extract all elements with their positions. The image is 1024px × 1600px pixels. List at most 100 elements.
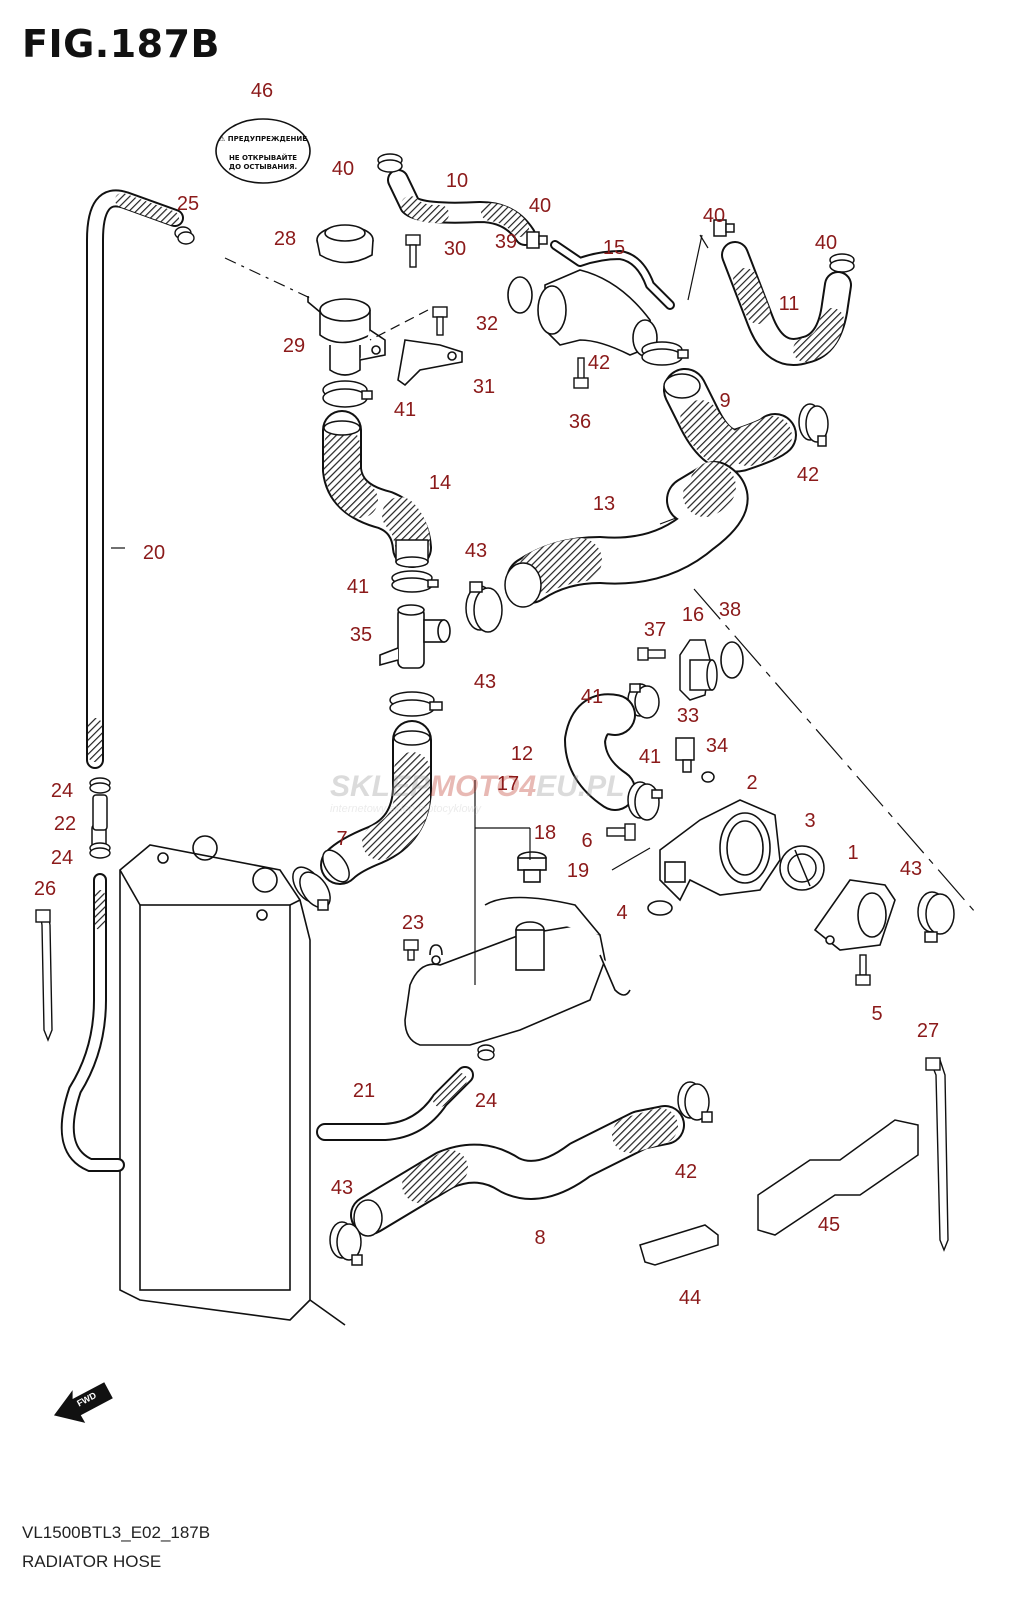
clamp-24c: [477, 1044, 495, 1061]
hose-8: [350, 1105, 685, 1237]
figure-title: FIG.187B: [22, 22, 221, 66]
watermark-brand-a: SKLEP: [330, 770, 431, 803]
watermark-brand-c: 4: [518, 770, 536, 803]
thermostat-cover-1: [813, 879, 896, 951]
hose-11: [721, 241, 852, 366]
label-plate-45: [757, 1119, 919, 1236]
bolt-36: [573, 357, 589, 389]
leader-lines: [111, 234, 976, 985]
callout-20: 20: [143, 542, 165, 564]
washer-34: [701, 771, 715, 783]
hose-12: [564, 693, 636, 811]
clamp-40a: [377, 153, 403, 173]
hose-21: [316, 1066, 474, 1141]
callout-36: 36: [569, 411, 591, 433]
label-plate-44: [639, 1224, 719, 1266]
thermostat-housing-2: [659, 799, 781, 902]
callout-17: 17: [497, 773, 519, 795]
clamp-42a: [641, 341, 689, 366]
callout-33: 33: [677, 705, 699, 727]
thermostat-3: [779, 845, 825, 891]
callout-31: 31: [473, 376, 495, 398]
callout-25: 25: [177, 193, 199, 215]
watermark-brand-b: MOTO: [430, 770, 519, 803]
callout-41: 41: [394, 399, 416, 421]
hose-14: [322, 410, 432, 568]
clamp-40b: [526, 231, 548, 249]
hose-7: [320, 720, 432, 885]
callout-43: 43: [331, 1177, 353, 1199]
radiator-cap-28: [316, 224, 374, 264]
clamp-42b: [798, 403, 829, 447]
callout-3: 3: [804, 810, 815, 832]
pipe-15: [550, 240, 675, 310]
callout-41: 41: [581, 686, 603, 708]
clamp-43a: [389, 691, 443, 717]
fitting-16: [679, 639, 718, 701]
cap-label-line2: НЕ ОТКРЫВАЙТЕ: [229, 153, 297, 162]
clamp-40c: [713, 219, 735, 237]
bolt-32: [432, 306, 448, 336]
radiator: [119, 835, 346, 1326]
hose-13: [504, 461, 749, 608]
figure-code: VL1500BTL3_E02_187B: [22, 1523, 211, 1542]
callout-5: 5: [871, 1003, 882, 1025]
callout-40: 40: [529, 195, 551, 217]
callout-41: 41: [347, 576, 369, 598]
callout-18: 18: [534, 822, 556, 844]
hose-20: [86, 189, 184, 769]
bolt-37: [637, 647, 666, 661]
callout-37: 37: [644, 619, 666, 641]
sensor-33: [675, 737, 695, 773]
o-ring-39: [507, 276, 533, 314]
callout-15: 15: [603, 237, 625, 259]
callout-38: 38: [719, 599, 741, 621]
callout-40: 40: [815, 232, 837, 254]
clamp-43b: [292, 866, 331, 911]
callout-43: 43: [900, 858, 922, 880]
hose-left-return: [60, 824, 125, 1172]
callout-19: 19: [567, 860, 589, 882]
clamp-41d: [627, 781, 663, 821]
bolt-6: [606, 823, 636, 841]
callout-11: 11: [779, 293, 800, 315]
callout-24: 24: [51, 780, 73, 802]
callout-16: 16: [682, 604, 704, 626]
clamp-25: [174, 226, 195, 245]
callout-30: 30: [444, 238, 466, 260]
cap-label-line3: ДО ОСТЫВАНИЯ.: [229, 163, 297, 171]
figure-name: RADIATOR HOSE: [22, 1552, 162, 1571]
o-ring-38: [720, 641, 744, 679]
clamp-42c: [677, 1081, 713, 1123]
fitting-35: [379, 604, 451, 669]
callout-40: 40: [332, 158, 354, 180]
hose-22: [92, 794, 108, 831]
callout-10: 10: [446, 170, 468, 192]
clamp-41b: [391, 570, 439, 593]
callout-6: 6: [581, 830, 592, 852]
callout-9: 9: [719, 390, 730, 412]
callout-35: 35: [350, 624, 372, 646]
callout-42: 42: [675, 1161, 697, 1183]
callout-2: 2: [746, 772, 757, 794]
reservoir-tank-19: [404, 896, 631, 1046]
callout-24: 24: [51, 847, 73, 869]
callout-12: 12: [511, 743, 533, 765]
watermark-tagline: internetowy sklep motocyklowy: [330, 803, 483, 815]
callout-45: 45: [818, 1214, 840, 1236]
callout-1: 1: [847, 842, 858, 864]
clamp-43e: [329, 1221, 363, 1266]
bolt-5: [855, 954, 871, 986]
callout-43: 43: [474, 671, 496, 693]
callout-34: 34: [706, 735, 728, 757]
reservoir-cap-18: [517, 851, 547, 883]
cap-label-line1: ⚠ ПРЕДУПРЕЖДЕНИЕ: [219, 135, 307, 143]
clamp-40d: [829, 253, 855, 273]
callout-13: 13: [593, 493, 615, 515]
watermark-brand-d: EU.PL: [536, 770, 624, 803]
fwd-arrow-icon: FWD: [53, 1382, 113, 1423]
callout-27: 27: [917, 1020, 939, 1042]
cable-tie-26: [35, 909, 53, 1042]
